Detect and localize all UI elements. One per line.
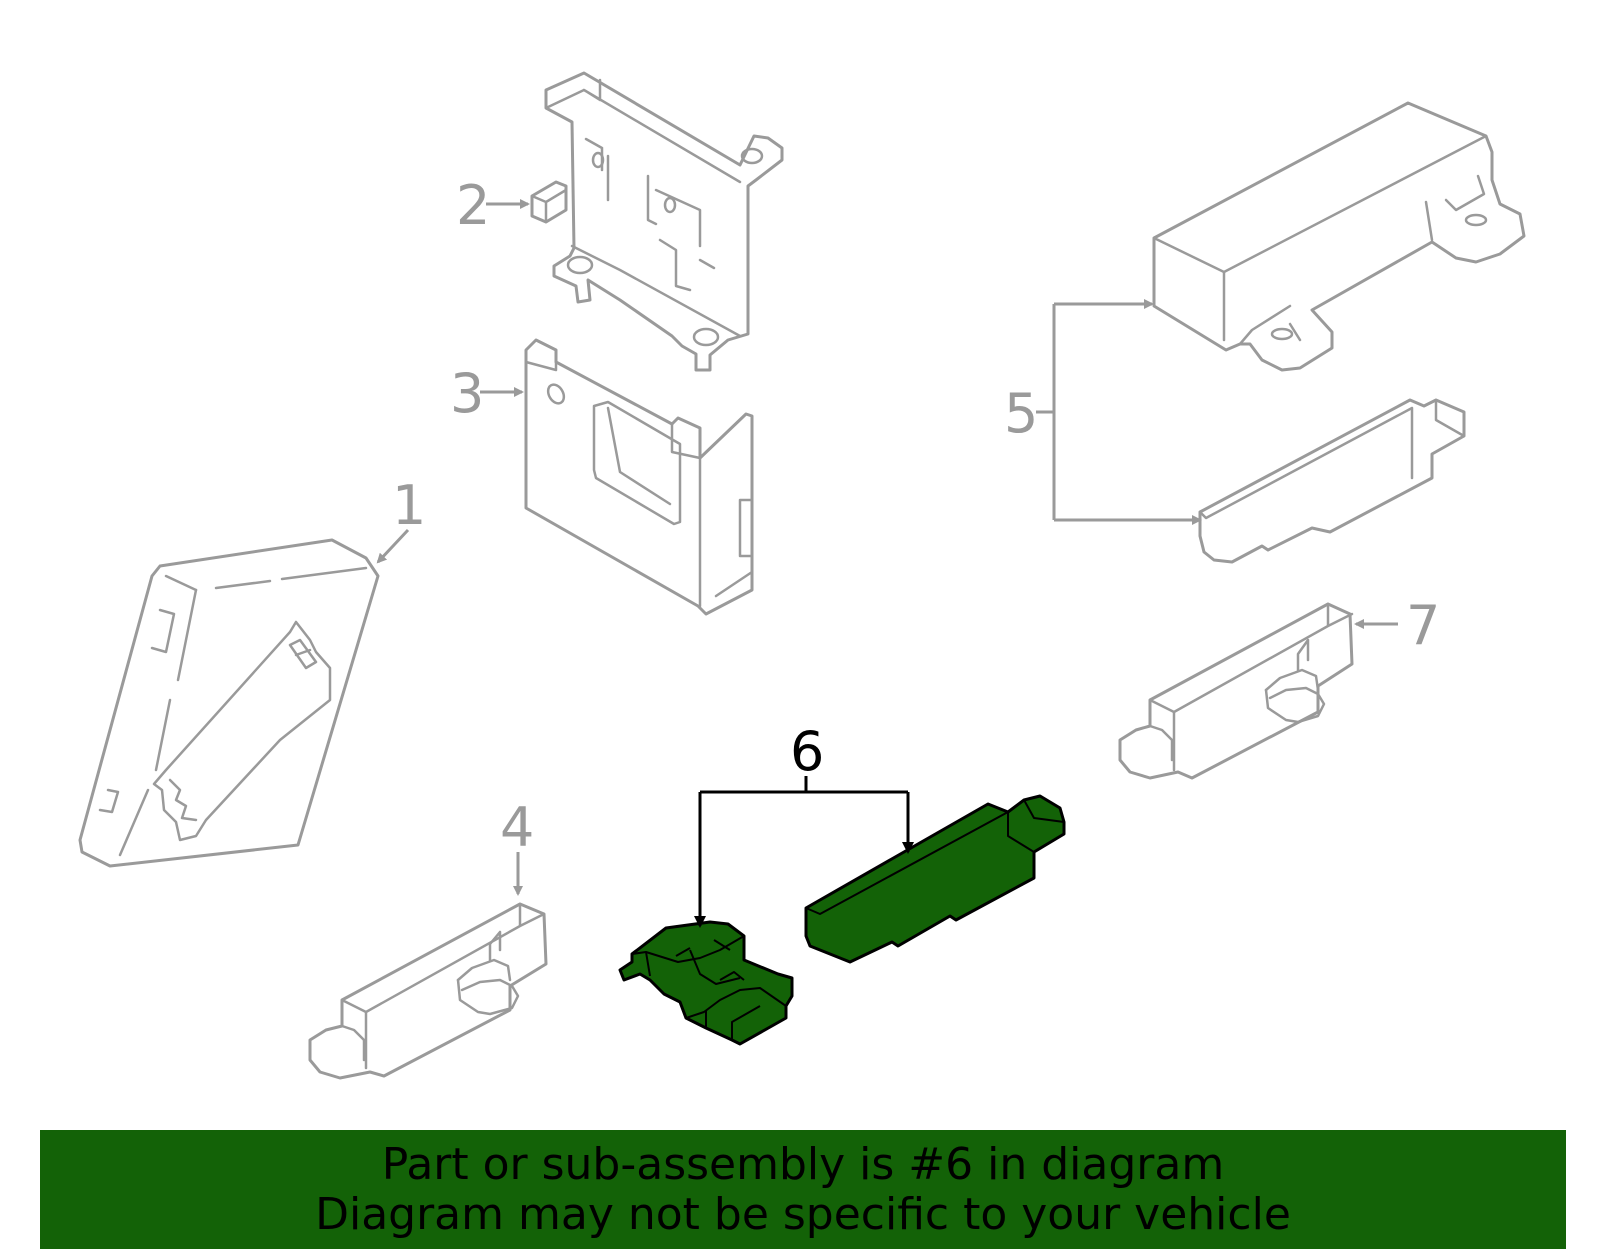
callout-6: 6: [790, 720, 824, 783]
info-banner: Part or sub-assembly is #6 in diagram Di…: [40, 1130, 1566, 1249]
part-1-control-module[interactable]: [78, 538, 380, 868]
part-5-lower-module[interactable]: [1198, 398, 1466, 564]
callout-4: 4: [500, 796, 534, 859]
leader-1: [376, 528, 410, 564]
part-5-upper-module[interactable]: [1152, 101, 1526, 372]
callout-5: 5: [1004, 382, 1038, 445]
part-4-antenna[interactable]: [308, 902, 548, 1080]
leader-6-stem: [700, 776, 908, 794]
callout-3: 3: [450, 362, 484, 425]
part-3-module-cover[interactable]: [524, 338, 754, 616]
part-7-antenna[interactable]: [1118, 602, 1354, 780]
part-2-bracket[interactable]: [530, 71, 784, 372]
callout-7: 7: [1406, 594, 1440, 657]
part-6-sensor[interactable]: [804, 794, 1066, 964]
callout-2: 2: [456, 174, 490, 237]
banner-line-1: Part or sub-assembly is #6 in diagram: [381, 1138, 1225, 1190]
banner-line-2: Diagram may not be specific to your vehi…: [315, 1188, 1291, 1240]
leader-5: [1036, 302, 1200, 520]
callout-1: 1: [392, 474, 426, 537]
part-6-bracket[interactable]: [618, 920, 794, 1046]
